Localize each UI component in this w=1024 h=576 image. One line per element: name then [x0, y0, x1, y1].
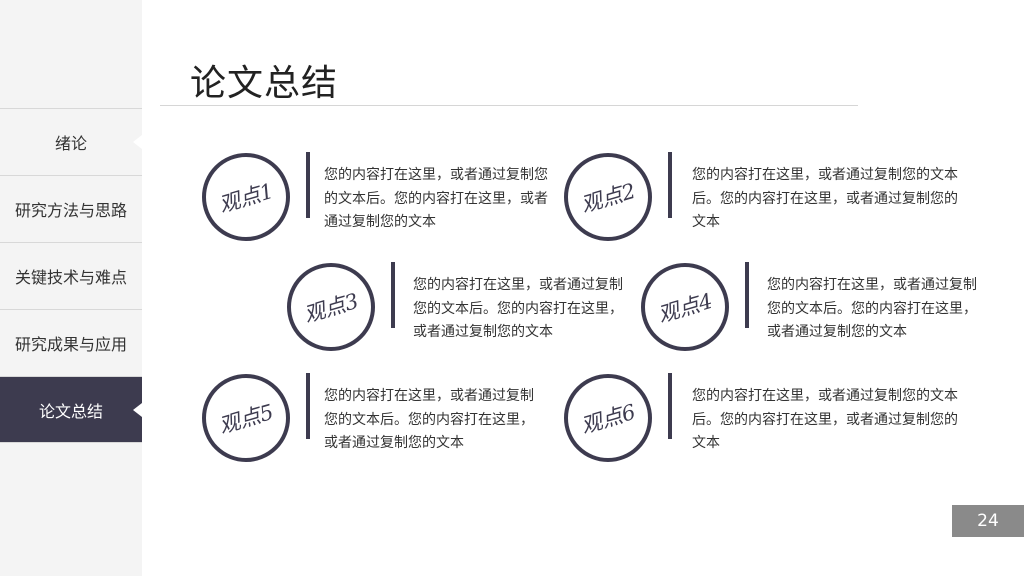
point-1-divider: [306, 152, 310, 218]
point-1-text: 您的内容打在这里，或者通过复制您的文本后。您的内容打在这里，或者通过复制您的文本: [324, 167, 548, 230]
point-5-circle: 观点5: [202, 374, 290, 462]
sidebar-item-label: 研究方法与思路: [14, 201, 127, 220]
active-pointer-arrow-icon: [133, 402, 142, 417]
point-5-text: 您的内容打在这里，或者通过复制您的文本后。您的内容打在这里，或者通过复制您的文本: [324, 388, 534, 451]
sidebar-item-results[interactable]: 研究成果与应用: [0, 309, 142, 376]
sidebar-item-label: 关键技术与难点: [14, 268, 127, 287]
point-3-divider: [391, 262, 395, 328]
point-4-text: 您的内容打在这里，或者通过复制您的文本后。您的内容打在这里，或者通过复制您的文本: [767, 277, 977, 340]
point-4-label: 观点4: [655, 288, 716, 328]
point-2-divider: [668, 152, 672, 218]
point-2-text: 您的内容打在这里，或者通过复制您的文本后。您的内容打在这里，或者通过复制您的文本: [692, 167, 958, 230]
point-6-divider: [668, 373, 672, 439]
sidebar-item-label: 绪论: [54, 134, 87, 153]
sidebar-item-methods[interactable]: 研究方法与思路: [0, 175, 142, 242]
sidebar-item-summary[interactable]: 论文总结: [0, 376, 142, 443]
point-1-circle: 观点1: [202, 153, 290, 241]
point-3-label: 观点3: [301, 288, 362, 328]
point-2-circle: 观点2: [564, 153, 652, 241]
sidebar: 绪论 研究方法与思路 关键技术与难点 研究成果与应用 论文总结: [0, 0, 142, 576]
sidebar-item-label: 论文总结: [38, 401, 103, 421]
pointer-arrow-icon: [133, 135, 142, 149]
point-4-divider: [745, 262, 749, 328]
title-divider: [160, 105, 858, 106]
point-6-text: 您的内容打在这里，或者通过复制您的文本后。您的内容打在这里，或者通过复制您的文本: [692, 388, 958, 451]
point-1-label: 观点1: [216, 178, 277, 218]
sidebar-nav: 绪论 研究方法与思路 关键技术与难点 研究成果与应用 论文总结: [0, 108, 142, 443]
point-3-circle: 观点3: [287, 263, 375, 351]
sidebar-item-label: 研究成果与应用: [14, 335, 127, 354]
point-5-label: 观点5: [216, 399, 277, 439]
sidebar-item-introduction[interactable]: 绪论: [0, 108, 142, 175]
point-5-divider: [306, 373, 310, 439]
sidebar-item-key-technologies[interactable]: 关键技术与难点: [0, 242, 142, 309]
point-3-text: 您的内容打在这里，或者通过复制您的文本后。您的内容打在这里，或者通过复制您的文本: [413, 277, 623, 340]
point-6-label: 观点6: [578, 399, 639, 439]
point-4-circle: 观点4: [641, 263, 729, 351]
page-title: 论文总结: [190, 63, 339, 104]
point-6-circle: 观点6: [564, 374, 652, 462]
page-number: 24: [952, 505, 1024, 537]
point-2-label: 观点2: [578, 178, 639, 218]
